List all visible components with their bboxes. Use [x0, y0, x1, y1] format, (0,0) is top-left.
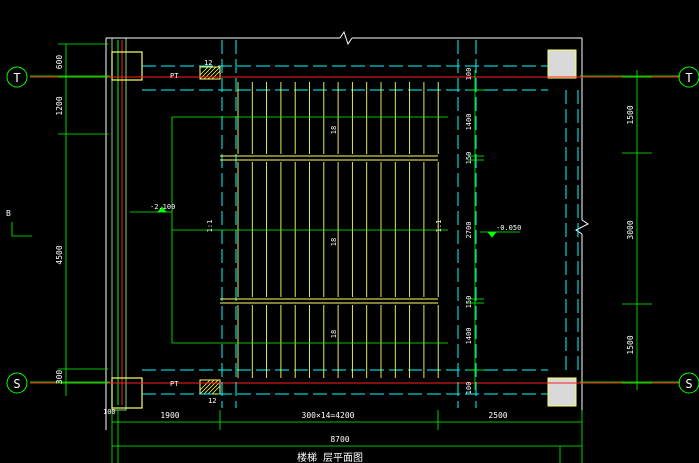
leader-lines [130, 116, 520, 344]
right-dim-1500-bottom: 1500 [626, 335, 635, 354]
tag-12-bottom: 12 [208, 397, 216, 405]
svg-text:T: T [13, 71, 20, 85]
inner-right-dimension-line [468, 70, 484, 390]
right-dim-1500-top: 1500 [626, 105, 635, 124]
tag-pt-bottom: PT [170, 380, 179, 388]
inner-dim-2700: 2700 [465, 222, 473, 239]
grid-bubble-top-left: T [6, 66, 28, 88]
wall-outlines [142, 40, 579, 408]
hatched-post-bottom [199, 379, 221, 395]
inner-dim-150-bottom: 150 [465, 296, 473, 309]
inner-dim-100-bottom: 100 [465, 382, 473, 395]
bottom-dim-1900: 1900 [160, 411, 179, 420]
svg-text:S: S [13, 377, 20, 391]
side-label-left: 1:1 [206, 220, 214, 233]
flight-label-bottom: 18 [330, 330, 338, 338]
bottom-dim-8700: 8700 [330, 435, 349, 444]
column-top-left [111, 51, 143, 81]
bottom-dim-100: 100 [103, 408, 116, 416]
grid-bubble-top-right: T [678, 66, 699, 88]
bottom-dimension-lines [111, 410, 583, 463]
left-dim-1200: 1200 [55, 96, 64, 115]
inner-dim-1400-bottom: 1400 [465, 328, 473, 345]
tag-12-top: 12 [204, 59, 212, 67]
svg-text:S: S [685, 377, 692, 391]
inner-dim-150-top: 150 [465, 152, 473, 165]
inner-dim-100-top: 100 [465, 68, 473, 81]
tag-pt-top: PT [170, 72, 179, 80]
side-label-right: 1:1 [435, 220, 443, 233]
grid-bubble-bottom-left: S [6, 372, 28, 394]
level-mark-right: -0.050 [496, 224, 521, 232]
b-mark: B [6, 209, 11, 218]
stair-landings [220, 155, 438, 304]
grid-axis-green [30, 75, 680, 383]
left-dimension-line [58, 43, 108, 396]
svg-text:T: T [685, 71, 692, 85]
right-dim-3000: 3000 [626, 220, 635, 239]
left-dim-300: 300 [55, 370, 64, 385]
column-bottom-right [547, 377, 577, 407]
left-dim-4500: 4500 [55, 245, 64, 264]
left-dim-600: 600 [55, 55, 64, 70]
inner-dim-1400-top: 1400 [465, 114, 473, 131]
stair-treads [237, 82, 439, 378]
bottom-dim-2500: 2500 [488, 411, 507, 420]
grid-axis-lines [30, 76, 680, 384]
b-mark-leader [11, 222, 32, 237]
left-wall-strip [111, 37, 127, 411]
hatched-post-top [199, 66, 221, 80]
level-mark-left: -2.100 [150, 203, 175, 211]
column-top-right [547, 49, 577, 79]
column-bottom-left [111, 377, 143, 409]
outer-frame [105, 30, 589, 430]
drawing-caption: 楼梯 层平面图 [297, 451, 363, 463]
right-dimension-line [622, 70, 652, 390]
flight-label-top: 18 [330, 126, 338, 134]
bottom-dim-4200: 300×14=4200 [302, 411, 355, 420]
flight-label-middle: 18 [330, 238, 338, 246]
grid-bubble-bottom-right: S [678, 372, 699, 394]
